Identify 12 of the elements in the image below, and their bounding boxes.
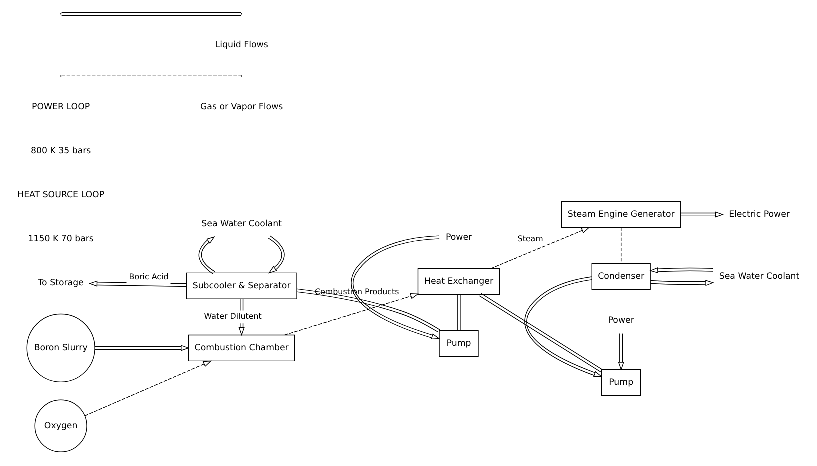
node-text: Sea Water Coolant bbox=[202, 219, 282, 230]
label: HEAT SOURCE LOOP bbox=[18, 190, 105, 200]
label: 1150 K 70 bars bbox=[28, 234, 94, 244]
node-text: Power bbox=[608, 316, 634, 326]
legend-label: Gas or Vapor Flows bbox=[200, 102, 284, 112]
node-text: Sea Water Coolant bbox=[719, 272, 800, 282]
legend-label: Liquid Flows bbox=[215, 40, 268, 50]
node-text: Electric Power bbox=[729, 210, 790, 220]
node-text: Power bbox=[446, 233, 472, 244]
label: POWER LOOP bbox=[32, 102, 90, 112]
label: 800 K 35 bars bbox=[30, 146, 92, 156]
node-text: To Storage bbox=[38, 278, 84, 289]
